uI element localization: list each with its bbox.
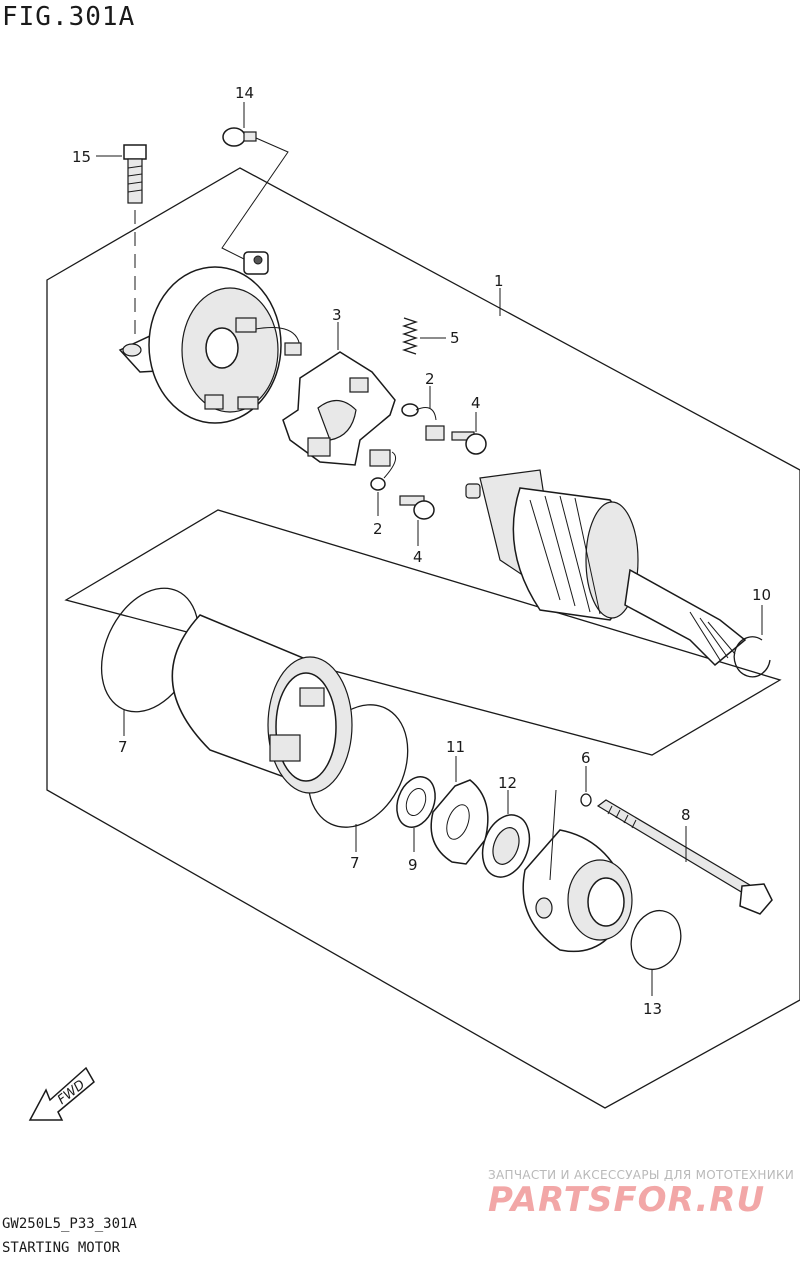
callout-7-left: 7 bbox=[118, 738, 128, 756]
callout-4-lower: 4 bbox=[413, 548, 423, 566]
callout-3: 3 bbox=[332, 306, 342, 324]
callout-14: 14 bbox=[235, 84, 254, 102]
assembly-boundary-inner bbox=[64, 509, 782, 756]
oil-seal-12 bbox=[481, 790, 531, 878]
callout-6: 6 bbox=[581, 749, 591, 767]
figure-code: GW250L5_P33_301A bbox=[2, 1216, 137, 1232]
brush-2-lower bbox=[369, 449, 397, 516]
screw-4-upper bbox=[451, 412, 487, 455]
screw-14 bbox=[221, 127, 289, 263]
callout-9: 9 bbox=[408, 856, 418, 874]
armature-rotor bbox=[465, 469, 747, 667]
yoke-motor-housing bbox=[171, 614, 353, 794]
brush-holder-3 bbox=[282, 322, 396, 466]
callout-10: 10 bbox=[752, 586, 771, 604]
front-cover-housing bbox=[522, 789, 633, 953]
callout-1: 1 bbox=[494, 272, 504, 290]
lock-plate-11 bbox=[430, 756, 489, 865]
rear-cover-housing bbox=[118, 251, 302, 424]
o-ring-6 bbox=[580, 766, 592, 807]
callout-7-right: 7 bbox=[350, 854, 360, 872]
assembly-boundary-outer bbox=[46, 167, 800, 1109]
brush-2-upper bbox=[401, 386, 445, 441]
callout-2-upper: 2 bbox=[425, 370, 435, 388]
figure-name: STARTING MOTOR bbox=[2, 1240, 121, 1256]
spring-5 bbox=[401, 317, 446, 355]
callout-4-upper: 4 bbox=[471, 394, 481, 412]
washer-9 bbox=[396, 776, 436, 852]
through-bolt-8 bbox=[596, 799, 773, 915]
callout-2-lower: 2 bbox=[373, 520, 383, 538]
screw-4-lower bbox=[399, 495, 435, 546]
figure-title: FIG.301A bbox=[2, 2, 136, 32]
watermark-tagline: ЗАПЧАСТИ И АКСЕССУАРЫ ДЛЯ МОТОТЕХНИКИ bbox=[488, 1168, 795, 1182]
bolt-15 bbox=[123, 144, 147, 340]
callout-11: 11 bbox=[446, 738, 465, 756]
fwd-direction-arrow: FWD bbox=[28, 1066, 95, 1121]
callout-8: 8 bbox=[681, 806, 691, 824]
watermark-logo: PARTSFOR.RU bbox=[488, 1180, 766, 1220]
circlip-10 bbox=[733, 605, 771, 678]
callout-15: 15 bbox=[72, 148, 91, 166]
callout-13: 13 bbox=[643, 1000, 662, 1018]
o-ring-13 bbox=[630, 909, 682, 996]
callout-5: 5 bbox=[450, 329, 460, 347]
callout-12: 12 bbox=[498, 774, 517, 792]
